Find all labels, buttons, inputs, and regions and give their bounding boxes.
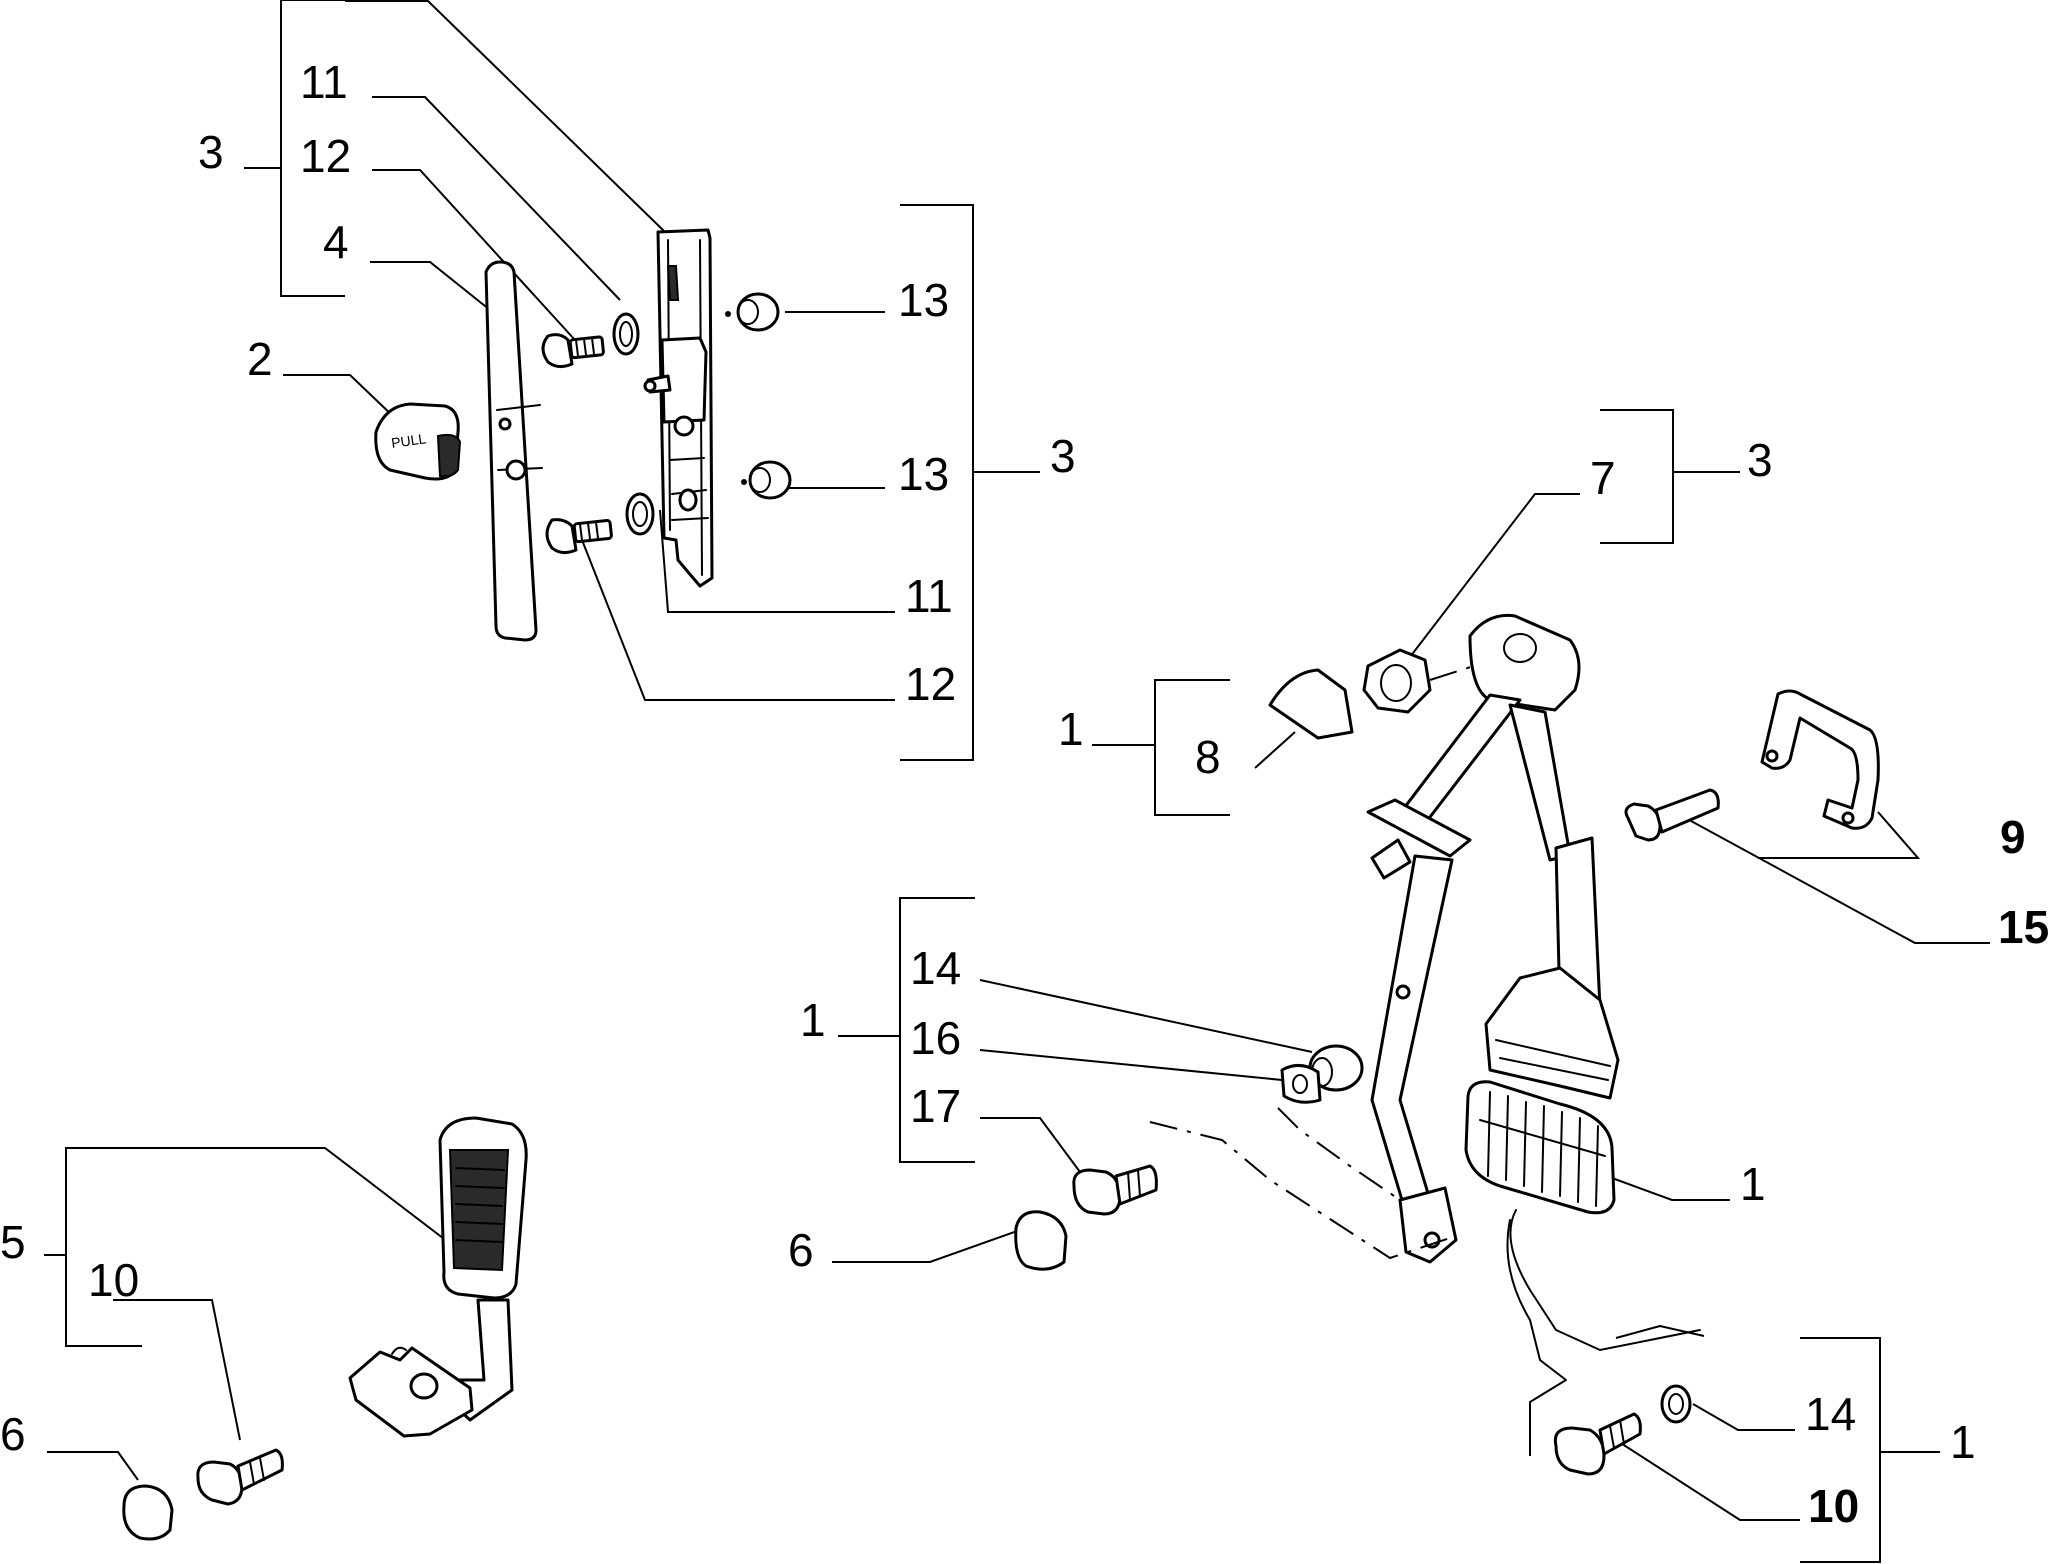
washer-part-11-top <box>612 312 640 356</box>
pull-knob-part-2: PULL <box>374 402 462 481</box>
bolt-part-10-right <box>1553 1412 1642 1476</box>
callout-10-a: 10 <box>88 1254 139 1306</box>
height-adjuster-rail-part-3 <box>643 228 714 588</box>
bracket-1-d <box>1800 1337 1940 1563</box>
callout-7: 7 <box>1590 452 1616 504</box>
callout-1-a: 1 <box>1058 703 1084 755</box>
callout-3-top: 3 <box>198 126 224 178</box>
callout-9: 9 <box>2000 811 2026 863</box>
callout-17: 17 <box>910 1080 961 1132</box>
group-brackets <box>44 0 1940 1563</box>
bracket-3-mid <box>900 204 1040 761</box>
callout-1-d: 1 <box>1950 1416 1976 1468</box>
callout-10-b: 10 <box>1808 1480 1859 1532</box>
callout-8: 8 <box>1195 731 1221 783</box>
callout-6-mid: 6 <box>788 1224 814 1276</box>
bolt-part-17 <box>1072 1164 1158 1216</box>
leader-lines <box>47 0 1990 1521</box>
callout-3-right: 3 <box>1747 434 1773 486</box>
handle-part-9 <box>1760 689 1880 830</box>
spacer-part-13-top <box>725 292 780 332</box>
callout-11-b: 11 <box>905 570 953 622</box>
buckle-plate-part-4 <box>484 260 543 642</box>
callout-14-b: 14 <box>1805 1388 1856 1440</box>
callout-3-mid: 3 <box>1050 430 1076 482</box>
washer-part-16 <box>1280 1064 1322 1104</box>
seat-belt-assembly-part-1 <box>1366 613 1701 1381</box>
washer-part-14-bottom <box>1660 1384 1692 1424</box>
callout-13-a: 13 <box>898 274 949 326</box>
bracket-1-a <box>1092 679 1230 816</box>
knob-label: PULL <box>390 430 427 451</box>
cover-part-8 <box>1268 668 1354 740</box>
screw-part-12-bottom <box>545 518 613 555</box>
callout-13-b: 13 <box>898 448 949 500</box>
buckle-part-5 <box>348 1116 528 1438</box>
bolt-part-10-left <box>196 1448 284 1506</box>
bracket-5 <box>44 1147 142 1347</box>
assembly-centerlines <box>1149 1107 1457 1260</box>
callout-labels: 3 11 12 4 2 13 13 3 11 12 7 3 1 8 9 15 1… <box>0 56 2049 1532</box>
callout-16: 16 <box>910 1012 961 1064</box>
bolt-part-15 <box>1624 788 1720 842</box>
callout-2: 2 <box>247 333 273 385</box>
bracket-1-b <box>838 897 975 1163</box>
callout-4: 4 <box>323 216 349 268</box>
callout-5: 5 <box>0 1216 26 1268</box>
cap-part-6-left <box>122 1484 174 1541</box>
bracket-3-right <box>1600 409 1740 544</box>
callout-1-c: 1 <box>1740 1158 1766 1210</box>
washer-part-11-bottom <box>625 492 655 536</box>
callout-1-b: 1 <box>800 994 826 1046</box>
callout-12-b: 12 <box>905 658 956 710</box>
callout-11-top: 11 <box>300 56 348 108</box>
nut-part-7 <box>1362 648 1481 714</box>
bracket-3-top <box>244 0 345 297</box>
screw-part-12-top <box>541 333 605 369</box>
cap-part-6-mid <box>1014 1210 1068 1271</box>
callout-14-a: 14 <box>910 942 961 994</box>
callout-15: 15 <box>1998 901 2049 953</box>
spacer-part-13-bottom <box>741 460 792 500</box>
callout-6-left: 6 <box>0 1408 26 1460</box>
callout-12-top: 12 <box>300 130 351 182</box>
